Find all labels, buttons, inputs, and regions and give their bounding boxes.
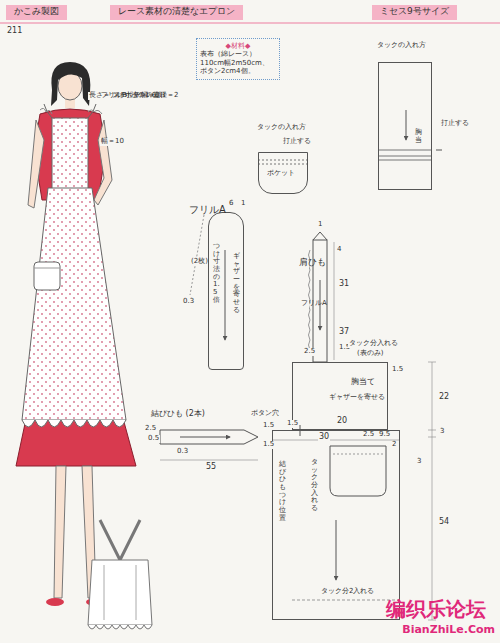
note: 結びひも (2本) (150, 410, 206, 419)
node-text: 結びひもつけ位置 (279, 461, 286, 523)
watermark: BianZhiLe.Com (401, 624, 496, 636)
bib-tuck-piece: 胸当 (378, 62, 432, 190)
note: タック分入れる (348, 340, 399, 348)
node-text: タック分入れる (311, 459, 318, 513)
node-text: ◆材料◆ (200, 42, 276, 50)
node-text: タック分2入れる (321, 587, 374, 595)
apron-body-piece: タック分入れる 結びひもつけ位置タック分2入れる (272, 430, 400, 620)
dimension: 31 (338, 280, 350, 289)
note: ステッチ幅＝0.1 (112, 92, 121, 100)
dimension: 22 (438, 393, 450, 402)
node-text: 胸当て (351, 377, 375, 387)
dimension: 1.5 (262, 422, 275, 430)
note: 長さ＝つけ寸法の1.6倍 (88, 92, 97, 100)
dimension: 3 (416, 458, 422, 466)
node-text: ミセス9号サイズ (380, 6, 449, 17)
dimension: 2 (391, 441, 397, 449)
note: 肩ひも (298, 258, 309, 268)
watermark: 编织乐论坛 (385, 598, 487, 620)
note: (表のみ) (356, 350, 384, 358)
dimension: 3 (439, 428, 445, 436)
dimension: 211 (6, 27, 23, 36)
node-text: かこみ製図 (14, 6, 59, 17)
node-text: レース素材の清楚なエプロン (118, 6, 235, 17)
note: 幅＝10 (100, 138, 109, 146)
dimension: 54 (438, 518, 450, 527)
note: 打止する (440, 120, 449, 128)
node-text: つけ寸法の1.5倍 (213, 243, 220, 305)
dimension: 2.5 (144, 425, 157, 433)
materials-box: ◆材料◆表布（綿レース） 110cm幅2m50cm、 ボタン2cm4個。 (196, 38, 280, 80)
note: 打止する (282, 138, 312, 146)
node-text: 表布（綿レース） 110cm幅2m50cm、 ボタン2cm4個。 (200, 50, 276, 75)
dimension: 4 (336, 246, 342, 254)
note: タックの入れ方 (376, 42, 427, 50)
dimension: 2.5 (303, 348, 316, 356)
dimension: 1 (317, 221, 323, 229)
note: ボタン穴 (250, 410, 280, 418)
note: フリルA (188, 204, 200, 215)
dimension: 1.5 (262, 441, 275, 449)
dimension: 1.5 (286, 420, 299, 428)
dimension: 6 (228, 200, 234, 208)
dimension: 30 (318, 433, 330, 442)
note: タックの入れ方 (256, 124, 307, 132)
node-text: ギャザーを寄せる (233, 253, 240, 315)
dimension: 2.5 (362, 431, 375, 439)
note: (2枚) (190, 258, 199, 266)
dimension: 0.3 (176, 448, 189, 456)
dimension: 1 (240, 200, 246, 208)
note: ボタンの直径＝2 (124, 92, 133, 100)
dimension: 0.5 (147, 435, 160, 443)
size-band: ミセス9号サイズ (372, 5, 457, 20)
frill-a-piece: つけ寸法の1.5倍 ギャザーを寄せる (208, 212, 244, 370)
dimension: 1.5 (391, 366, 404, 374)
dimension: 9.5 (378, 431, 391, 439)
node-text: ポケット (267, 169, 295, 177)
dimension: 20 (336, 417, 348, 426)
title-band: レース素材の清楚なエプロン (110, 5, 243, 20)
dimension: 0.3 (182, 298, 195, 306)
dimension: 55 (205, 463, 217, 472)
pocket-piece: ポケット (258, 152, 308, 194)
node-text: 胸当 (415, 129, 422, 144)
note: フリルA (300, 300, 309, 308)
note: フリルB (100, 92, 109, 100)
node-text: ギャザーを寄せる (329, 393, 385, 401)
header-band: かこみ製図 (6, 5, 67, 20)
dimension: 37 (338, 328, 350, 337)
